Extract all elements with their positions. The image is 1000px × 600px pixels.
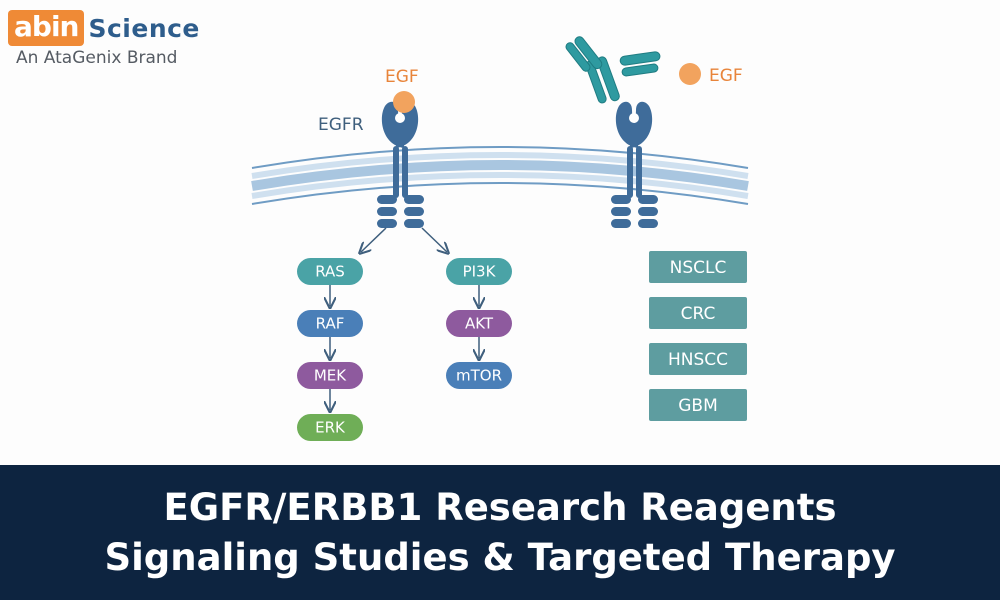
node-akt	[446, 310, 512, 337]
egfr-label: EGFR	[318, 115, 364, 135]
cancer-box-gbm	[649, 389, 747, 421]
banner-title-line2: Signaling Studies & Targeted Therapy	[104, 535, 896, 579]
cancer-label-crc: CRC	[681, 304, 716, 324]
node-raf	[297, 310, 363, 337]
cancer-label-nsclc: NSCLC	[670, 258, 727, 278]
egf-ligand-bound	[393, 91, 415, 113]
antibody-icon	[565, 36, 661, 104]
cancer-indications: NSCLC CRC HNSCC GBM	[649, 251, 747, 421]
egf-ligand-free	[679, 63, 701, 85]
cancer-box-hnscc	[649, 343, 747, 375]
cell-membrane	[251, 146, 749, 205]
node-pi3k	[446, 258, 512, 285]
diagram-canvas: EGF EGFR EGF RAS RAF MEK ERK PI3K AKT	[8, 10, 749, 441]
pi3k-pathway: PI3K AKT mTOR	[446, 258, 512, 389]
arrow-to-pi3k	[421, 227, 447, 252]
cancer-box-crc	[649, 297, 747, 329]
egf-label-right: EGF	[709, 66, 743, 86]
cancer-label-hnscc: HNSCC	[668, 350, 728, 370]
node-erk-label: ERK	[315, 419, 346, 437]
node-ras-label: RAS	[315, 263, 345, 281]
node-erk	[297, 414, 363, 441]
ras-pathway: RAS RAF MEK ERK	[297, 258, 363, 441]
node-mtor-label: mTOR	[456, 367, 502, 385]
egf-label-left: EGF	[385, 67, 419, 87]
node-mek	[297, 362, 363, 389]
banner-title-line1: EGFR/ERBB1 Research Reagents	[163, 485, 837, 529]
egfr-signaling-diagram: EGF EGFR EGF RAS RAF MEK ERK PI3K AKT	[251, 36, 749, 441]
logo-science-word: Science	[88, 13, 200, 43]
node-raf-label: RAF	[316, 315, 345, 333]
logo-abin-mark: abin	[8, 10, 85, 46]
cancer-label-gbm: GBM	[678, 396, 718, 416]
brand-logo[interactable]: abin Science An AtaGenix Brand	[8, 10, 200, 68]
title-banner: EGFR/ERBB1 Research Reagents Signaling S…	[0, 465, 1000, 600]
egfr-receptor-right	[611, 101, 658, 228]
arrow-to-ras	[361, 227, 387, 252]
cancer-box-nsclc	[649, 251, 747, 283]
logo-tagline: An AtaGenix Brand	[16, 48, 178, 68]
egfr-receptor-left	[377, 101, 424, 228]
node-ras	[297, 258, 363, 285]
node-mtor	[446, 362, 512, 389]
node-akt-label: AKT	[465, 315, 494, 333]
node-mek-label: MEK	[314, 367, 347, 385]
node-pi3k-label: PI3K	[463, 263, 497, 281]
